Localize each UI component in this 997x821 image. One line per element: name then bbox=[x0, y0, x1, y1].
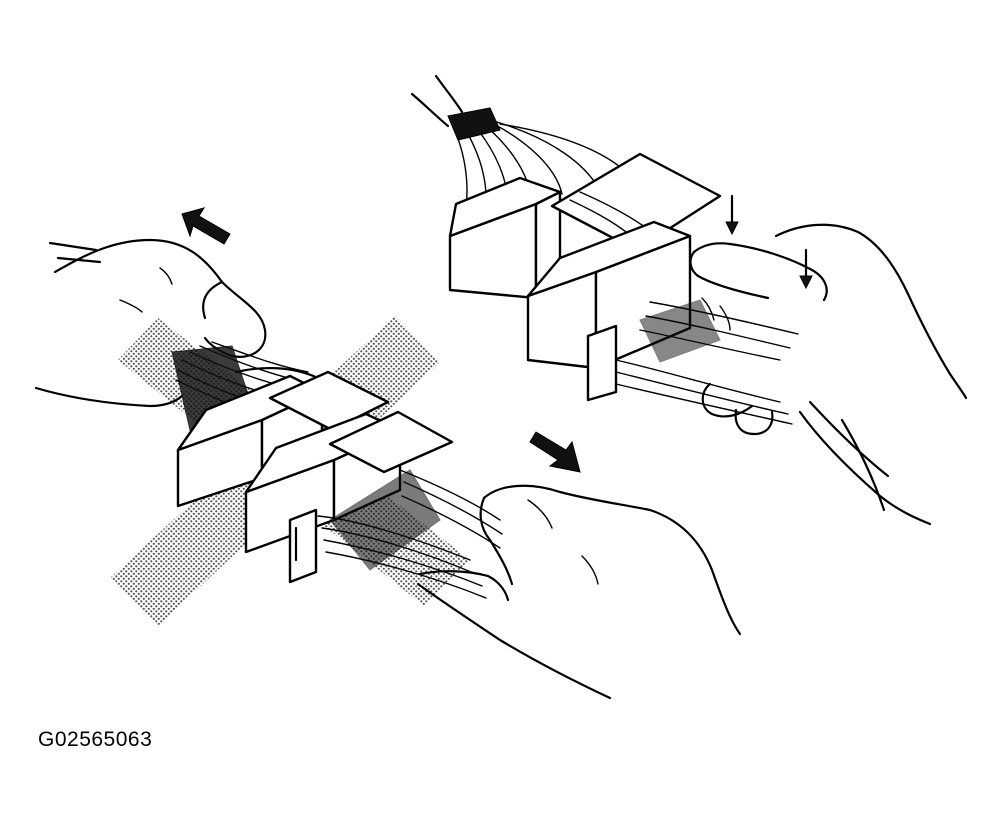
right-hand-pulling bbox=[416, 484, 742, 700]
left-wire-bundle-front bbox=[317, 469, 503, 599]
pull-arrow-left bbox=[181, 207, 231, 245]
right-view bbox=[410, 74, 968, 526]
figure-code: G02565063 bbox=[38, 728, 153, 751]
right-connector-rear bbox=[448, 176, 562, 300]
right-wire-bundle-front bbox=[615, 299, 799, 425]
press-arrow-side bbox=[799, 248, 813, 290]
right-hand-pressing bbox=[689, 223, 968, 526]
upper-harness bbox=[410, 74, 464, 128]
right-connector-center bbox=[550, 152, 722, 252]
press-arrow-down bbox=[725, 194, 739, 236]
left-view bbox=[34, 207, 742, 700]
pull-arrow-right bbox=[529, 431, 581, 473]
